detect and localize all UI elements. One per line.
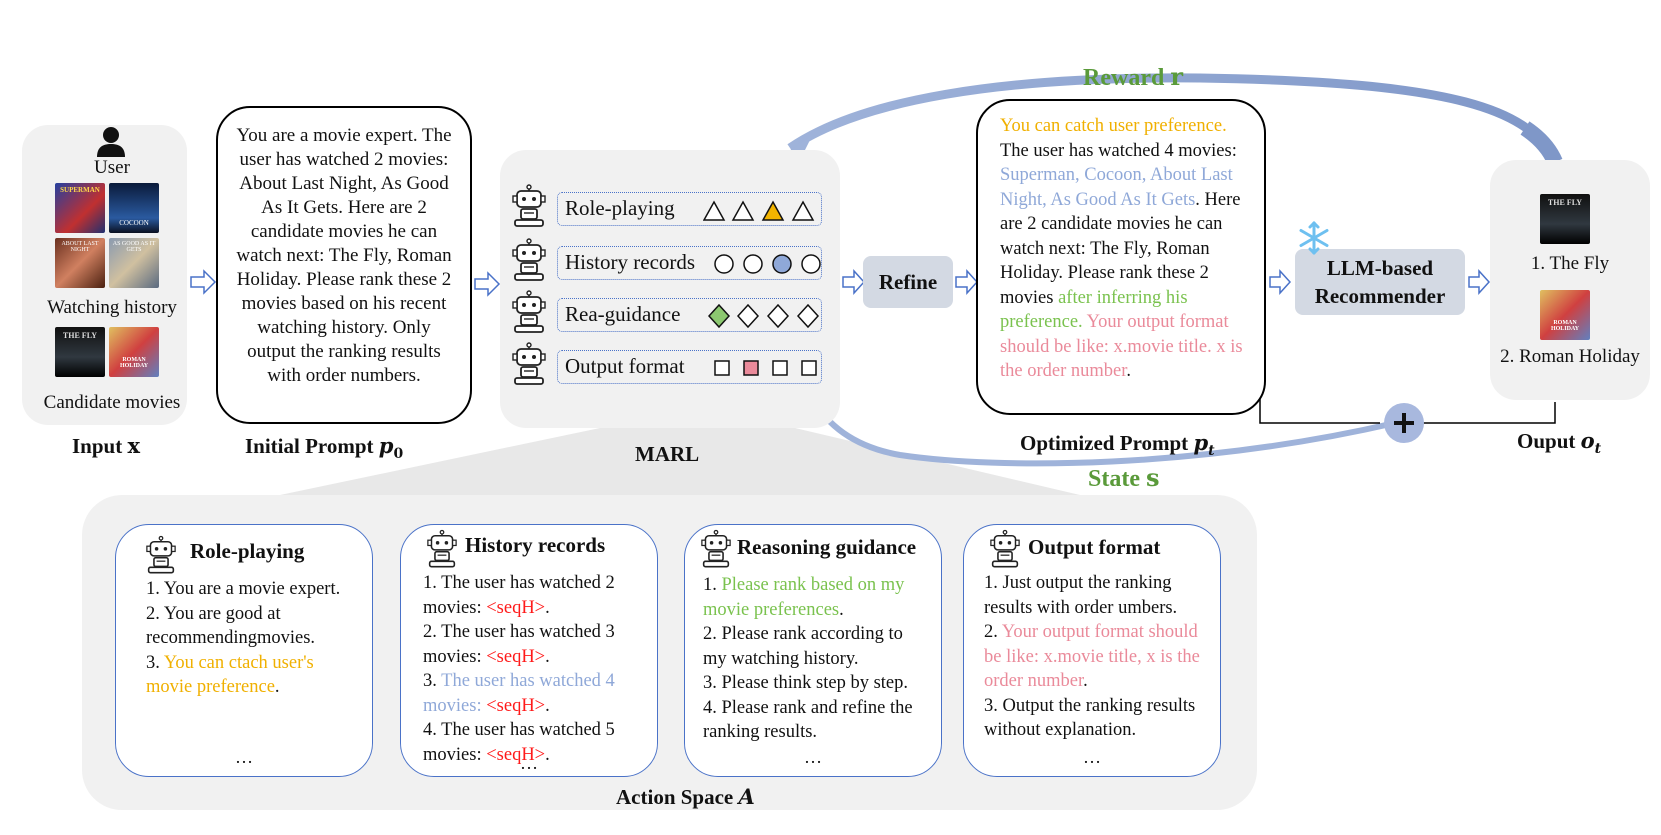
snowflake-icon (1299, 221, 1329, 255)
reward-label: Reward r (1083, 62, 1183, 91)
agent-history-records: History records (557, 246, 822, 280)
input-title: Input x (72, 433, 140, 458)
reward-arrow (787, 73, 1560, 164)
plus-icon (1384, 403, 1424, 443)
zoom-trapezoid (280, 428, 1080, 495)
triangle-options (703, 200, 815, 221)
card-history-records: History records 1. The user has watched … (400, 524, 658, 777)
optimized-prompt-title: Optimized Prompt pt (1020, 430, 1215, 460)
poster-roman-holiday-output: ROMAN HOLIDAY (1540, 290, 1590, 340)
agent-reasoning-guidance: Rea-guidance (557, 298, 822, 332)
refine-button: Refine (863, 256, 953, 308)
arrow-prompt-to-marl (474, 271, 501, 297)
output-title: Ouput ot (1517, 428, 1602, 458)
arrow-input-to-prompt (190, 269, 217, 295)
output-item-1: 1. The Fly (1530, 253, 1610, 274)
initial-prompt-title: Initial Prompt p0 (245, 433, 404, 463)
llm-recommender: LLM-based Recommender (1295, 249, 1465, 315)
diamond-options (708, 303, 820, 329)
card-reasoning-guidance: Reasoning guidance 1. Please rank based … (684, 524, 942, 777)
robot-icon (512, 342, 546, 386)
robot-icon (512, 238, 546, 282)
output-item-2: 2. Roman Holiday (1500, 346, 1640, 367)
marl-title: MARL (635, 442, 700, 466)
agent-role-playing: Role-playing (557, 192, 822, 226)
card-history-records-body: 1. The user has watched 2 movies: <seqH>… (423, 573, 615, 765)
robot-icon (512, 290, 546, 334)
arrow-optimized-to-llm (1269, 269, 1292, 295)
card-role-playing: Role-playing 1. You are a movie expert. … (115, 524, 373, 777)
initial-prompt-text: You are a movie expert. The user has wat… (236, 125, 452, 386)
poster-about-last-night: ABOUT LAST NIGHT (55, 238, 105, 288)
poster-as-good-as-it-gets: AS GOOD AS IT GETS (109, 238, 159, 288)
card-output-format: Output format 1. Just output the ranking… (963, 524, 1221, 777)
initial-prompt-box: You are a movie expert. The user has wat… (216, 106, 472, 424)
state-arrow (809, 396, 1396, 467)
robot-icon (512, 184, 546, 228)
marl-panel (500, 150, 840, 428)
user-icon (97, 127, 125, 157)
agent-output-format: Output format (557, 350, 822, 384)
robot-icon (701, 529, 731, 569)
user-label: User (94, 157, 130, 178)
poster-superman: SUPERMAN (55, 183, 105, 233)
square-options (714, 360, 817, 376)
card-output-format-body: 1. Just output the ranking results with … (984, 573, 1200, 740)
optimized-prompt-box: You can catch user preference. The user … (976, 99, 1266, 415)
poster-roman-holiday-input: ROMAN HOLIDAY (109, 327, 159, 377)
watching-history-label: Watching history (47, 297, 177, 318)
candidate-movies-label: Candidate movies (43, 392, 181, 413)
arrow-refine-to-optimized (955, 269, 979, 295)
poster-cocoon: COCOON (109, 183, 159, 233)
optimized-prompt-text: You can catch user preference. The user … (1000, 116, 1243, 381)
arrow-marl-to-refine (842, 269, 866, 295)
circle-options (714, 254, 821, 274)
poster-the-fly-output: THE FLY (1540, 194, 1590, 244)
state-label: State s (1088, 463, 1160, 492)
arrow-llm-to-output (1468, 269, 1491, 295)
robot-icon (427, 529, 457, 569)
card-role-playing-body: 1. You are a movie expert. 2. You are go… (146, 579, 341, 697)
poster-the-fly-input: THE FLY (55, 327, 105, 377)
card-reasoning-guidance-body: 1. Please rank based on my movie prefere… (703, 575, 913, 742)
robot-icon (990, 529, 1020, 569)
robot-icon (146, 535, 176, 575)
action-space-title: Action Space A (616, 784, 755, 809)
